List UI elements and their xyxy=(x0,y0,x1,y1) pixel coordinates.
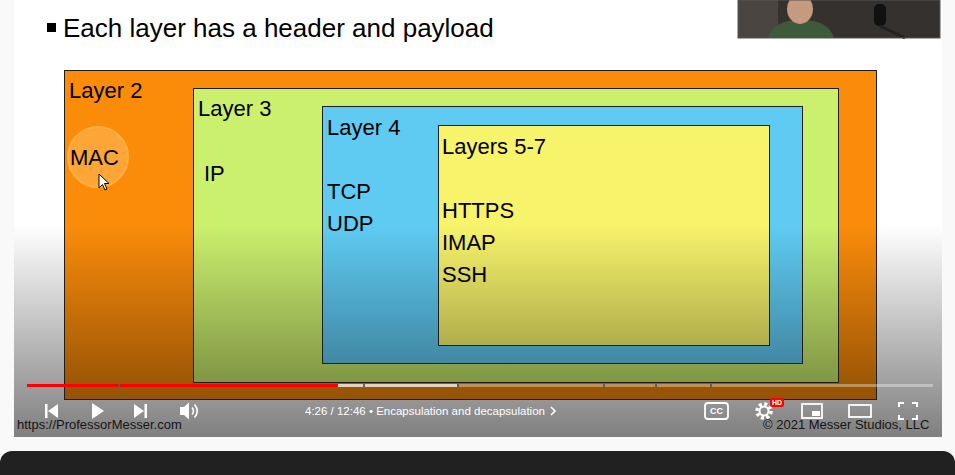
play-icon xyxy=(92,403,104,419)
captions-text: CC xyxy=(705,405,728,417)
protocol-name: IP xyxy=(204,161,225,187)
progress-played xyxy=(27,384,338,387)
layer-title: Layer 4 xyxy=(327,115,400,141)
webcam-mic-arm xyxy=(880,26,905,38)
miniplayer-icon xyxy=(802,404,822,418)
protocol-name: TCP xyxy=(327,179,371,205)
speaker-wave xyxy=(195,405,198,418)
next-bar xyxy=(145,404,148,418)
captions-icon xyxy=(705,403,728,419)
layer-4-box: Layer 4 TCP UDP Layers 5-7HTTPS IMAP SSH xyxy=(322,106,803,364)
layer-title: Layers 5-7 xyxy=(442,134,546,160)
webcam-microphone xyxy=(874,4,886,26)
webcam-face xyxy=(787,0,813,24)
page-bar xyxy=(0,451,955,475)
next-triangle xyxy=(134,404,144,418)
copyright-note: © 2021 Messer Studios, LLC xyxy=(763,417,929,433)
settings-icon xyxy=(757,404,771,418)
mouse-cursor xyxy=(99,174,109,190)
chapter-gap xyxy=(655,384,657,387)
progress-bar xyxy=(27,384,933,387)
webcam-background xyxy=(738,0,940,38)
miniplayer-inset xyxy=(812,411,820,416)
chapter-gap xyxy=(603,384,605,387)
gear-ring xyxy=(760,407,769,416)
theater-icon xyxy=(849,405,871,417)
protocol-name: MAC xyxy=(70,145,119,171)
previous-bar xyxy=(45,404,48,418)
protocol-name: HTTPS xyxy=(442,198,514,224)
video-time-chapter: 4:26 / 12:46 • Encapsulation and decapsu… xyxy=(305,404,545,418)
layer-3-box: Layer 3 IP Layer 4 TCP UDP Layers 5-7HTTPS IMA… xyxy=(193,88,839,383)
protocol-name: IMAP xyxy=(442,230,496,256)
layer-2-box: Layer 2 MAC Layer 3 IP Layer 4 TCP UDP Layers 5… xyxy=(64,70,877,400)
fullscreen-icon xyxy=(899,403,917,419)
player-controls xyxy=(45,398,917,420)
webcam-inset xyxy=(738,0,940,38)
chapter-gap xyxy=(118,384,120,387)
protocol-name: UDP xyxy=(327,211,373,237)
chapter-gap xyxy=(710,384,712,387)
speaker-wave xyxy=(192,408,194,415)
chapter-chevron xyxy=(551,407,555,415)
layer-title: Layer 2 xyxy=(69,78,142,104)
next-icon xyxy=(134,404,147,418)
volume-icon xyxy=(180,403,197,420)
hd-badge xyxy=(770,398,784,407)
webcam-frame xyxy=(738,0,940,38)
bullet-square xyxy=(47,23,56,32)
hd-text: HD xyxy=(770,398,784,407)
website-url: https://ProfessorMesser.com xyxy=(17,417,182,433)
progress-track xyxy=(27,384,933,387)
slide-title: Each layer has a header and payload xyxy=(63,12,494,44)
speaker-shape xyxy=(180,403,189,420)
progress-buffered xyxy=(338,384,457,387)
chapter-gap xyxy=(363,384,365,387)
click-highlight xyxy=(68,127,128,187)
chapter-gap xyxy=(457,384,459,387)
layer-title: Layer 3 xyxy=(198,96,271,122)
layers-5-7-box: Layers 5-7HTTPS IMAP SSH xyxy=(438,125,770,346)
gear-teeth xyxy=(757,404,771,418)
miniplayer-frame xyxy=(802,404,822,418)
previous-triangle xyxy=(48,404,58,418)
previous-icon xyxy=(45,404,58,418)
protocol-name: SSH xyxy=(442,262,487,288)
